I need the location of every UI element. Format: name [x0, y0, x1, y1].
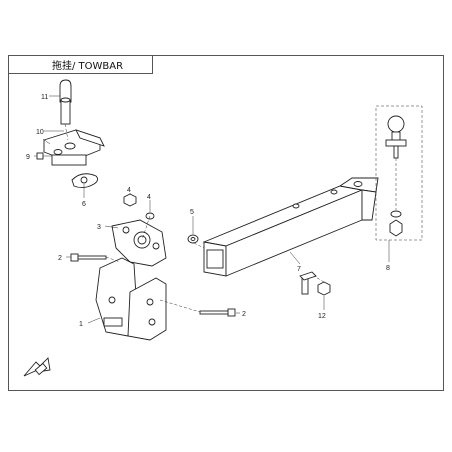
part-10-bracket	[43, 129, 105, 166]
callout-4-washer: 4	[147, 194, 151, 201]
title-box	[8, 55, 153, 74]
callout-8: 8	[386, 265, 390, 272]
part-4-nut-top	[123, 193, 137, 207]
forward-arrow-icon	[23, 357, 51, 377]
part-1-bracket	[95, 257, 167, 341]
callout-11: 11	[41, 94, 48, 101]
part-8-ball-assembly	[375, 105, 423, 241]
part-6-clip	[71, 173, 99, 189]
part-7-towbar-tube	[202, 177, 379, 277]
callout-2-right: 2	[242, 311, 246, 318]
leader-lines	[34, 95, 397, 324]
part-2-bolt-right	[199, 308, 236, 317]
callout-12: 12	[318, 313, 326, 320]
callout-1: 1	[79, 321, 83, 328]
part-5-washer	[187, 234, 199, 244]
part-12-bolt	[299, 271, 331, 296]
callout-6: 6	[82, 201, 86, 208]
part-11-pin	[59, 79, 72, 125]
diagram-frame	[8, 55, 444, 391]
part-2-bolt-left	[70, 253, 107, 262]
callout-5: 5	[190, 209, 194, 216]
diagram-title: 拖挂/ TOWBAR	[52, 61, 124, 72]
part-3-plate	[111, 219, 167, 267]
callout-4-top: 4	[127, 187, 131, 194]
callout-3: 3	[97, 224, 101, 231]
callout-9: 9	[26, 154, 30, 161]
callout-7: 7	[297, 266, 301, 273]
callout-2-left: 2	[58, 255, 62, 262]
callout-10: 10	[36, 129, 44, 136]
